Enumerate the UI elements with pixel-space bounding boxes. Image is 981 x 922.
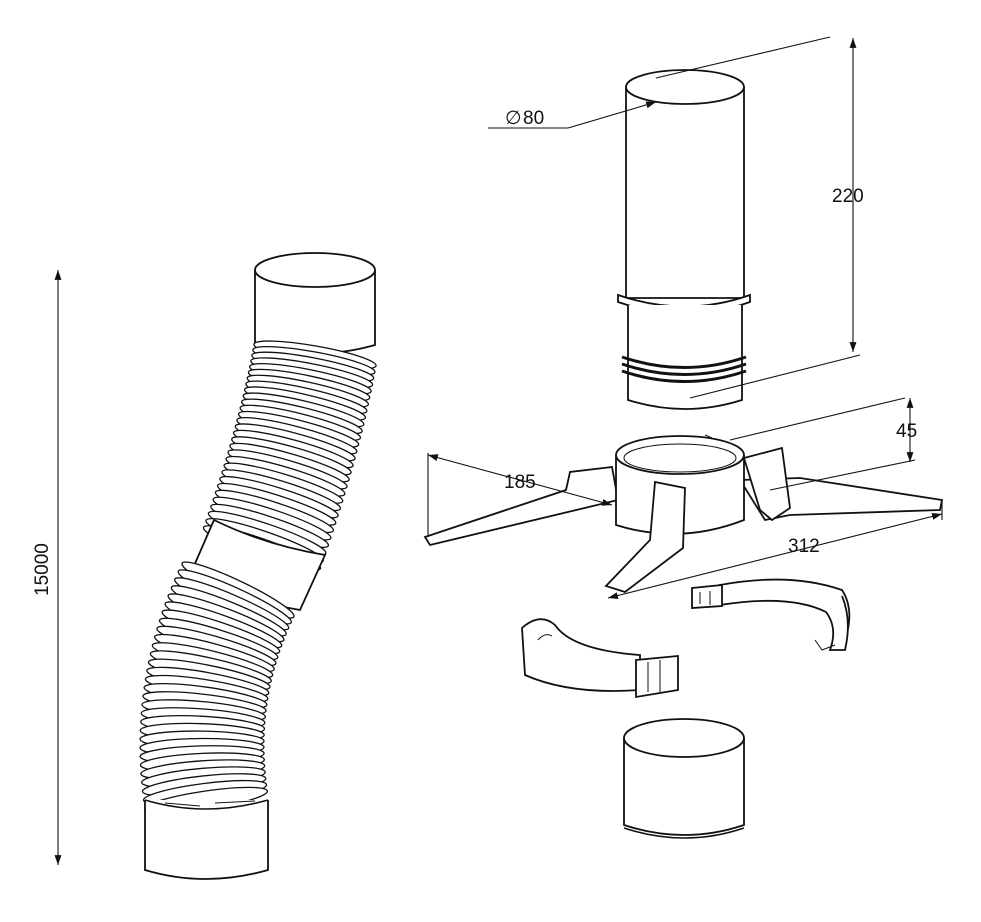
corrugation-upper — [202, 340, 377, 571]
wall-bracket — [423, 434, 944, 593]
length-dimension: 15000 — [32, 270, 62, 865]
clamp-half-left — [521, 618, 679, 699]
length-label: 15000 — [32, 543, 53, 596]
corrugation-lower — [139, 561, 295, 814]
bracket-radius-dimension: 185 — [427, 453, 613, 537]
bracket-radius-label: 185 — [504, 472, 536, 493]
end-cap — [623, 718, 745, 839]
bracket-height-dimension: 45 — [729, 397, 917, 491]
clamp-half-right — [691, 578, 851, 651]
bracket-span-label: 312 — [788, 536, 820, 557]
flexible-pipe — [139, 252, 377, 880]
bracket-height-label: 45 — [896, 421, 917, 442]
diameter-label: 80 — [523, 108, 544, 129]
pipe-height-label: 220 — [832, 186, 864, 207]
adapter-pipe — [617, 69, 751, 410]
pipe-height-dimension: 220 — [689, 38, 864, 399]
bracket-span-dimension: 312 — [607, 500, 943, 599]
diameter-dimension: ∅ 80 — [488, 36, 831, 129]
diameter-symbol: ∅ — [505, 108, 522, 129]
